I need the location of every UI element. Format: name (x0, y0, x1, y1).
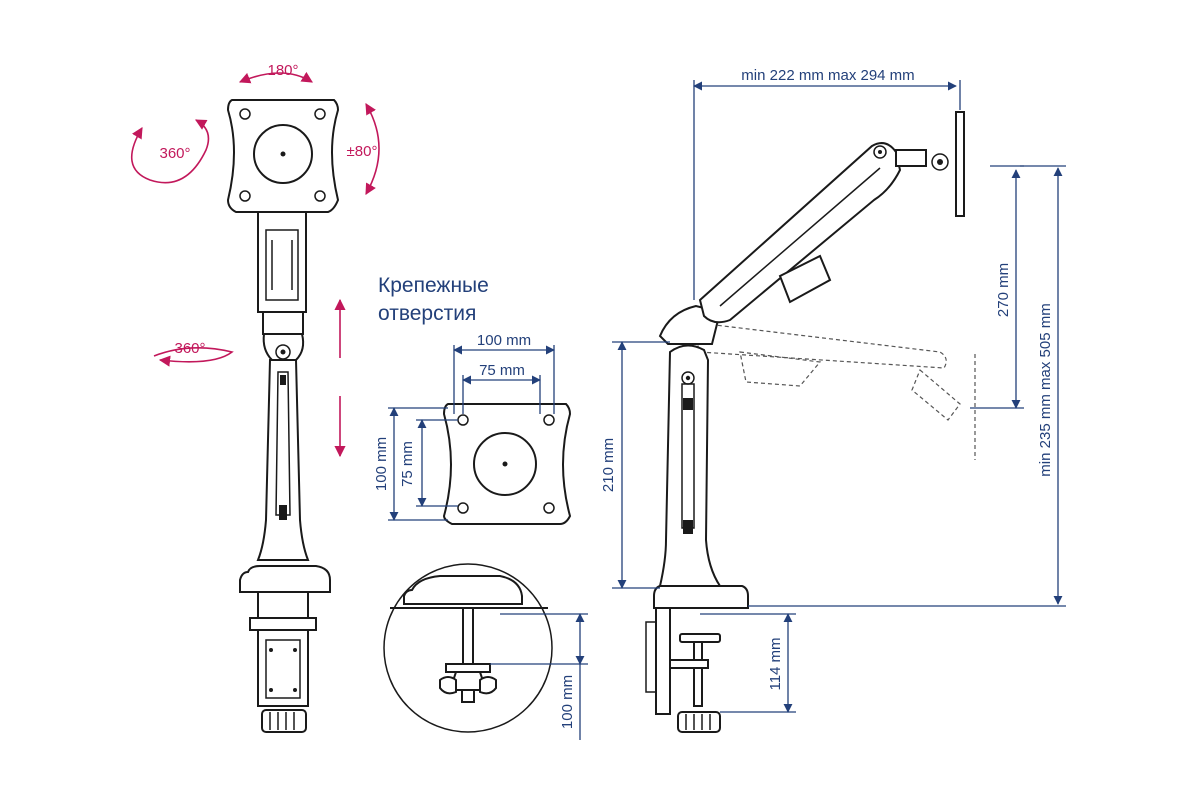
dim-reach-label: min 222 mm max 294 mm (741, 67, 914, 84)
dim-height-inner-label: 75 mm (399, 441, 416, 487)
rotation-arrow-arm (153, 347, 234, 367)
arm-lowered-outline (689, 321, 947, 369)
rotation-arrow-top (238, 71, 313, 84)
dim-width-outer-label: 100 mm (477, 332, 531, 349)
side-view: min 222 mm max 294 mm 210 mm 270 mm min … (600, 67, 1066, 733)
front-clamp-knob (261, 709, 307, 733)
side-clamp-knob (677, 711, 721, 733)
dim-clamp-opening-label: 114 mm (767, 637, 784, 690)
clamp-detail: 100 mm (383, 563, 588, 740)
dim-width-inner-label: 75 mm (479, 362, 525, 379)
tilt-arrow (365, 103, 380, 195)
mounting-holes-heading-line1: Крепежные (378, 274, 489, 297)
side-vesa-plate (955, 111, 965, 217)
tilt-head (895, 149, 927, 167)
front-pole (256, 359, 310, 561)
side-pole (658, 344, 722, 587)
dim-pole-height-label: 210 mm (600, 438, 617, 492)
dim-clamp-thickness-label: 100 mm (559, 675, 576, 729)
rotation-arm-label: 360° (174, 340, 205, 357)
dim-arm-travel-label: 270 mm (995, 263, 1012, 317)
dim-total-height-label: min 235 mm max 505 mm (1037, 303, 1054, 476)
rotation-top-label: 180° (267, 62, 298, 79)
side-clamp (655, 607, 671, 715)
arm-raised (698, 142, 902, 324)
mounting-holes-section: Крепежные отверстия 100 mm 75 mm 100 mm … (373, 274, 572, 525)
mounting-holes-heading-line2: отверстия (378, 302, 476, 325)
rotation-left-label: 360° (159, 145, 190, 162)
rotation-arrow-left (130, 119, 210, 184)
rotation-indicators: 180° 360° ±80° 360° (130, 62, 380, 367)
front-upper-block (257, 211, 307, 313)
dim-height-outer-label: 100 mm (373, 437, 390, 491)
side-base (653, 585, 749, 609)
front-view (226, 99, 346, 733)
tilt-label: ±80° (347, 143, 378, 160)
front-base (239, 565, 331, 593)
